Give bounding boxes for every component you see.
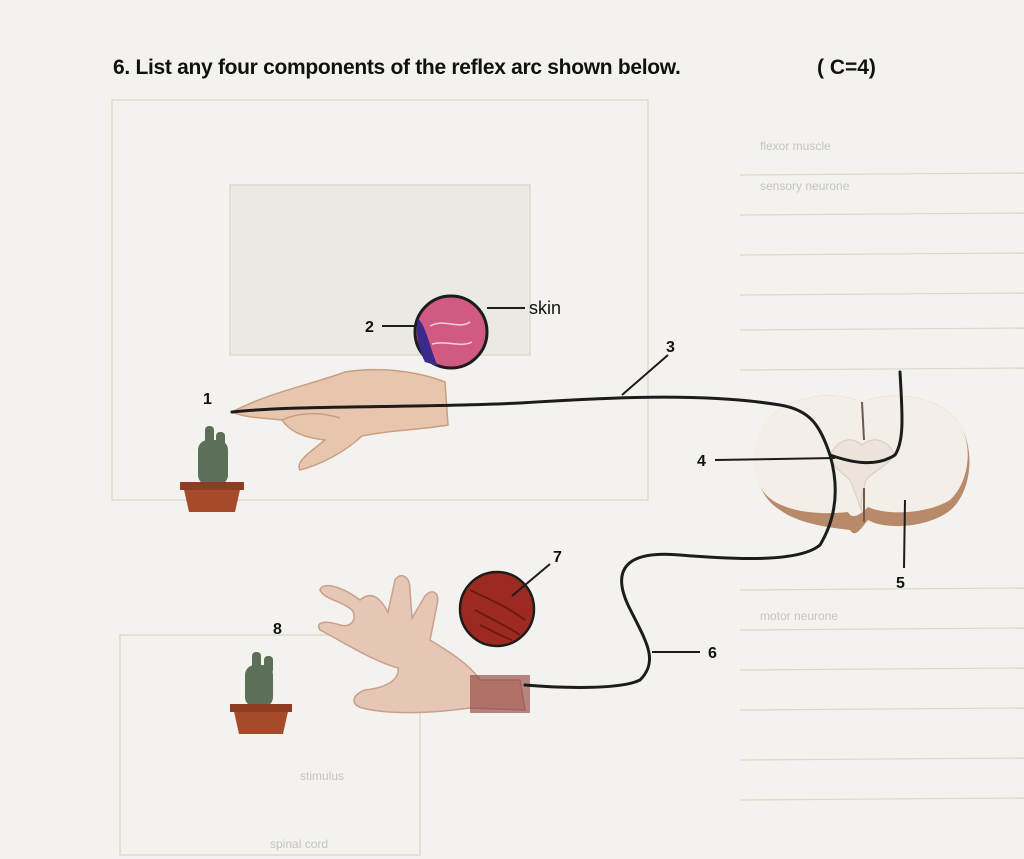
ghost-text: stimulus <box>300 769 344 783</box>
figure-labels: 1 2 skin 3 4 5 6 7 8 <box>203 298 905 662</box>
leader-lines <box>382 307 906 653</box>
spinal-cord <box>752 395 970 534</box>
skin-receptor-circle <box>413 294 489 370</box>
label-2: 2 <box>365 319 374 336</box>
upper-hand <box>230 368 449 471</box>
label-6: 6 <box>708 645 717 662</box>
lower-cactus <box>230 652 292 734</box>
label-8: 8 <box>273 621 282 638</box>
question-text: 6. List any four components of the refle… <box>113 56 681 79</box>
ghost-text: spinal cord <box>270 837 328 851</box>
nerve-pathways <box>230 370 904 689</box>
label-1: 1 <box>203 391 212 408</box>
muscle-effector-circle <box>458 570 536 648</box>
label-7: 7 <box>553 549 562 566</box>
label-5: 5 <box>896 575 905 592</box>
question-marks: ( C=4) <box>817 56 876 79</box>
ghost-text: flexor muscle <box>760 139 831 153</box>
upper-cactus <box>180 426 244 512</box>
label-4: 4 <box>697 453 706 470</box>
ghost-text: motor neurone <box>760 609 838 623</box>
label-skin: skin <box>529 298 561 318</box>
label-3: 3 <box>666 339 675 356</box>
bleed-through-lines <box>739 172 1024 801</box>
bleed-through-text: stimulus spinal cord flexor muscle senso… <box>270 139 850 851</box>
ghost-text: sensory neurone <box>760 179 850 193</box>
lower-hand <box>318 574 530 714</box>
bleed-through-boxes <box>111 99 649 856</box>
